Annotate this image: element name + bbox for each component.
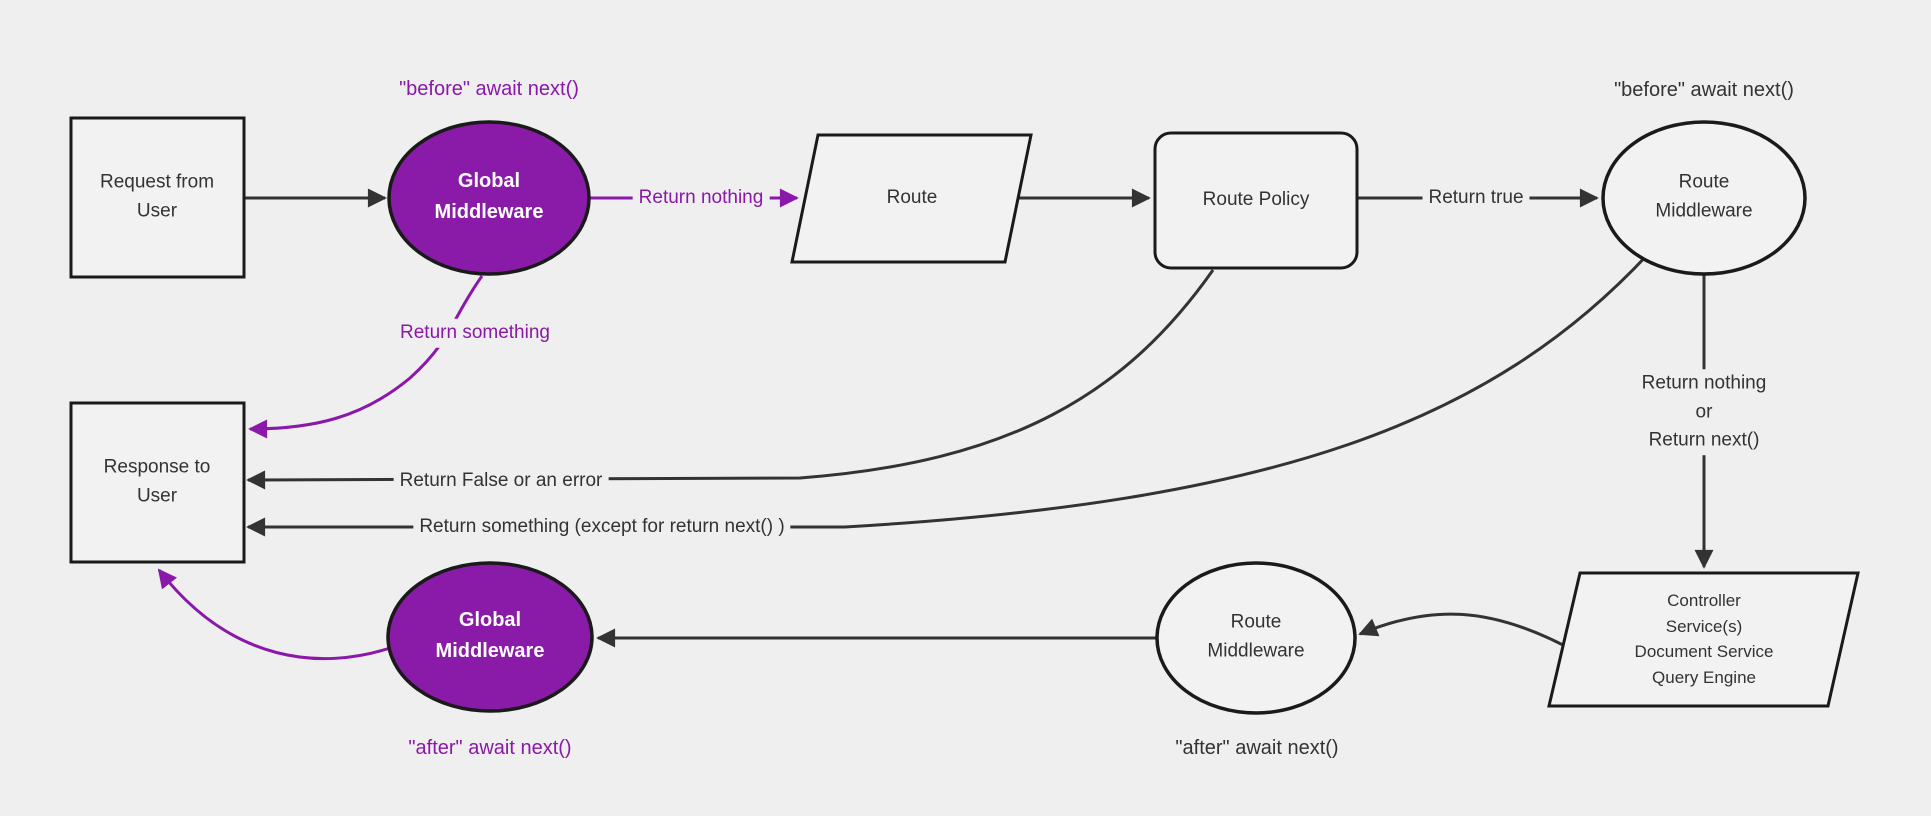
edge-global-middleware-bottom-to-response [157, 568, 391, 661]
route-middleware-top-ellipse [1601, 120, 1807, 276]
route-parallelogram [790, 133, 1033, 264]
edge-route-policy-false-to-response [246, 269, 1215, 490]
global-middleware-bottom-ellipse [386, 561, 594, 713]
controller-services-parallelogram [1547, 571, 1860, 708]
edge-controller-to-route-middleware-bottom [1358, 612, 1564, 647]
global-middleware-top-ellipse [387, 120, 591, 276]
route-middleware-bottom-ellipse [1155, 561, 1357, 715]
edge-return-something-to-response [248, 275, 484, 439]
edge-route-middleware-return-to-response [246, 250, 1652, 537]
route-policy-box [1153, 131, 1359, 270]
request-from-user-box [69, 116, 246, 279]
response-to-user-box [69, 401, 246, 564]
